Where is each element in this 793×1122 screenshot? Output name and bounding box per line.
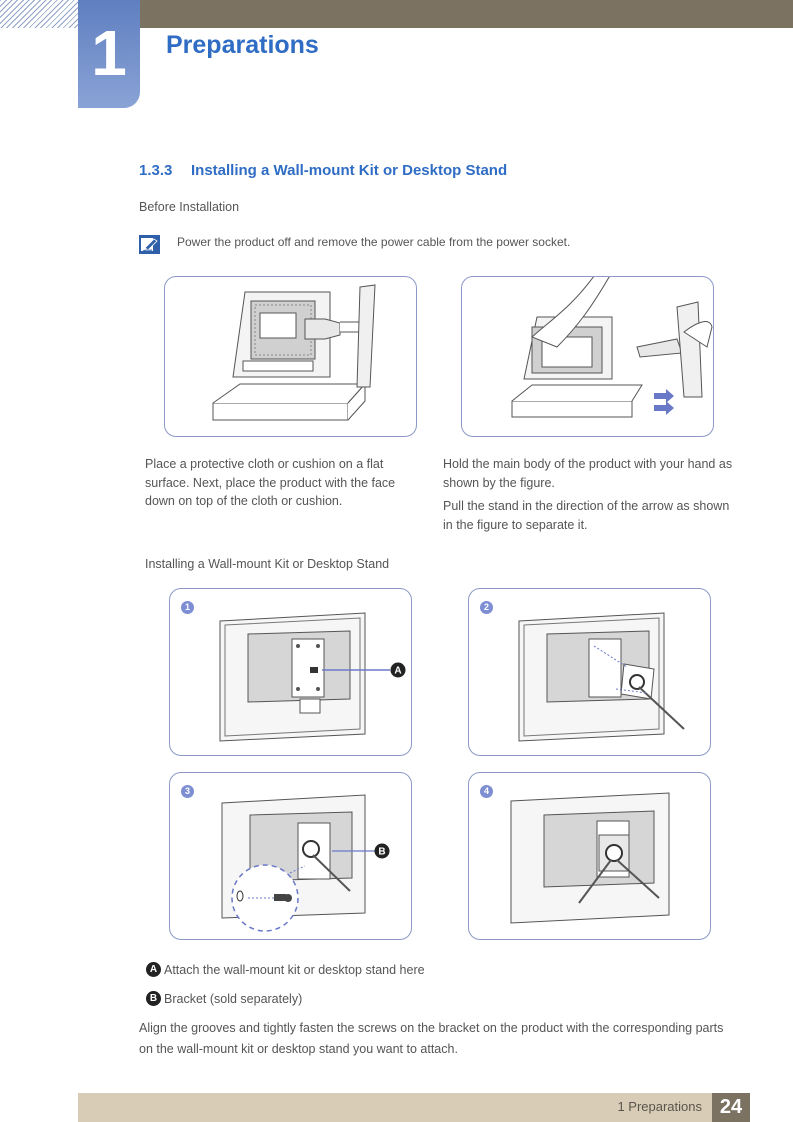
callout-a-label: A [394,666,401,677]
step-3-badge: 3 [181,785,194,798]
note-pencil-icon [139,235,160,254]
legend-text-b: Bracket (sold separately) [164,991,303,1006]
figure-face-down [164,276,417,437]
figure-step-4: 4 [468,772,711,940]
legend-text-a: Attach the wall-mount kit or desktop sta… [164,962,425,977]
header-bar [140,0,793,28]
caption-remove-stand-text-1: Hold the main body of the product with y… [443,457,733,490]
figure-step-2: 2 [468,588,711,756]
install-subheading: Installing a Wall-mount Kit or Desktop S… [145,557,390,571]
final-instruction-text: Align the grooves and tightly fasten the… [139,1021,724,1056]
section-number: 1.3.3 [139,162,173,179]
header-hatch-decoration [0,0,78,28]
chapter-title: Preparations [166,31,319,59]
chapter-number: 1 [91,17,127,89]
caption-remove-stand-text-2: Pull the stand in the direction of the a… [443,499,730,532]
step-2-badge: 2 [480,601,493,614]
caption-face-down: Place a protective cloth or cushion on a… [145,455,415,516]
legend-item-a: A Attach the wall-mount kit or desktop s… [146,962,425,977]
caption-remove-stand: Hold the main body of the product with y… [443,455,735,539]
legend-item-b: B Bracket (sold separately) [146,991,302,1006]
note-text: Power the product off and remove the pow… [177,235,571,249]
legend-badge-b: B [146,991,161,1006]
footer-bar: 1 Preparations [78,1093,712,1122]
figure-remove-stand [461,276,714,437]
figure-step-3: B 3 [169,772,412,940]
footer-chapter-label: 1 Preparations [617,1099,702,1114]
section-title: Installing a Wall-mount Kit or Desktop S… [191,162,508,179]
step-4-badge: 4 [480,785,493,798]
chapter-tab: 1 [78,0,140,108]
caption-face-down-text: Place a protective cloth or cushion on a… [145,457,396,508]
callout-b-label: B [378,847,385,858]
figure-step-1: A 1 [169,588,412,756]
section-heading: 1.3.3 Installing a Wall-mount Kit or Desk… [139,162,507,179]
arrow-right-icon [654,389,674,415]
step-1-badge: 1 [181,601,194,614]
page-number: 24 [712,1093,750,1122]
legend-badge-a: A [146,962,161,977]
before-installation-label: Before Installation [139,200,240,214]
